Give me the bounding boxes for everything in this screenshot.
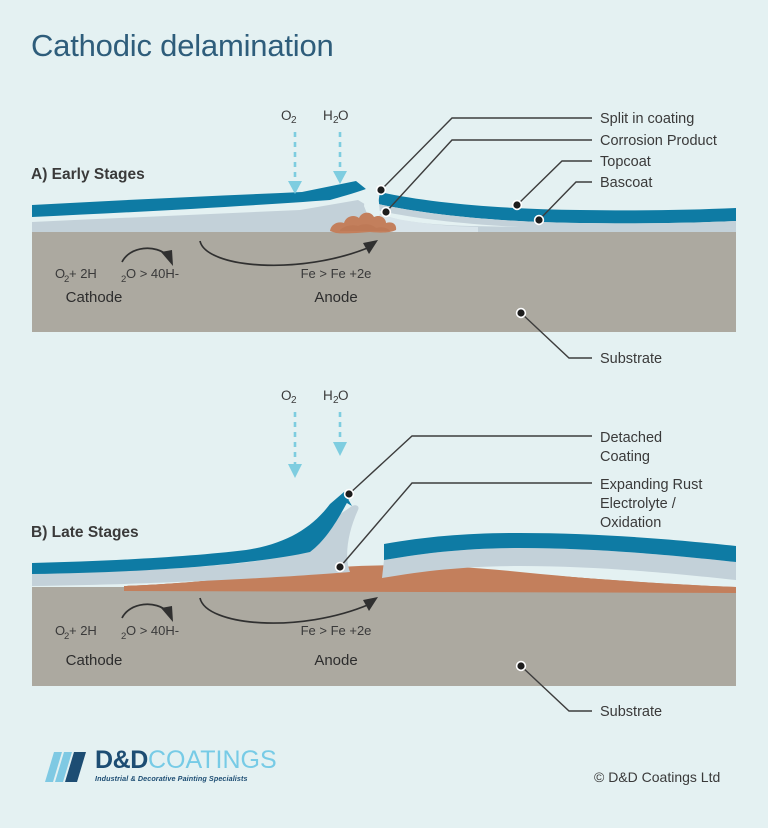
callout-expanding-rust: Expanding Rust Electrolyte / Oxidation	[334, 477, 702, 573]
eq-anode-b: Fe > Fe +2e	[301, 623, 372, 638]
gas-arrow-o2-b: O 2	[281, 388, 302, 478]
callout-substrate-a: Substrate	[515, 307, 662, 367]
topcoat-left-a	[32, 181, 366, 217]
callout-label-detached-1: Detached	[600, 430, 662, 446]
eq-anode-a: Fe > Fe +2e	[301, 266, 372, 281]
callout-label-rust-2: Electrolyte /	[600, 496, 677, 512]
anode-equation-a: Fe > Fe +2e Anode	[199, 240, 378, 306]
callout-topcoat: Topcoat	[511, 154, 651, 211]
anode-equation-b: Fe > Fe +2e Anode	[199, 597, 378, 669]
gas-label-h2o-o-b: O	[338, 388, 349, 403]
gas-label-o2-a: O	[281, 108, 292, 123]
gas-label-h2o-o-a: O	[338, 108, 349, 123]
eq-sub2a-a: 2	[64, 274, 69, 285]
gas-arrow-o2-a: O 2	[281, 108, 302, 194]
detached-tip-b	[340, 492, 352, 506]
cathode-equation-a: O 2 + 2H 2 O > 40H- Cathode	[55, 247, 179, 306]
page-title: Cathodic delamination	[31, 28, 334, 63]
gas-label-h2o-h-a: H	[323, 108, 333, 123]
substrate-block-a	[32, 232, 736, 332]
copyright-notice: © D&D Coatings Ltd	[594, 769, 721, 785]
topcoat-right-a	[378, 192, 736, 224]
logo-slashes-icon	[45, 752, 86, 782]
gas-label-h2o-h-b: H	[323, 388, 333, 403]
gas-label-o2-sub-a: 2	[291, 115, 297, 126]
logo-primary-text: D&D	[95, 746, 148, 774]
anode-label-b: Anode	[314, 652, 357, 669]
callout-label-rust-1: Expanding Rust	[600, 477, 702, 493]
expanding-rust-fill-b	[124, 565, 736, 593]
eq-o-a: O	[55, 266, 65, 281]
eq-mid-a: + 2H	[69, 266, 97, 281]
cathode-label-a: Cathode	[66, 289, 123, 306]
eq-end-a: O > 40H-	[126, 266, 179, 281]
eq-mid-b: + 2H	[69, 623, 97, 638]
gas-arrow-h2o-a: H 2 O	[323, 108, 349, 184]
cathode-label-b: Cathode	[66, 652, 123, 669]
brand-logo[interactable]: D&DCOATINGS Industrial & Decorative Pain…	[45, 748, 277, 786]
detached-basecoat-b	[32, 505, 359, 586]
gas-label-o2-sub-b: 2	[291, 395, 297, 406]
callout-label-basecoat: Bascoat	[600, 175, 652, 191]
stage-label-b: B) Late Stages	[31, 524, 139, 541]
logo-wordmark: D&DCOATINGS Industrial & Decorative Pain…	[95, 746, 277, 784]
callout-substrate-b: Substrate	[515, 660, 662, 720]
cathode-equation-b: O 2 + 2H 2 O > 40H- Cathode	[55, 603, 179, 669]
stage-label-a: A) Early Stages	[31, 166, 145, 183]
callout-label-substrate-b: Substrate	[600, 704, 662, 720]
logo-secondary-text: COATINGS	[147, 746, 277, 774]
detached-topcoat-b	[32, 491, 351, 574]
panel-b-group: B) Late Stages O 2 H 2 O O 2	[31, 388, 736, 720]
coating-topcoat-right-b	[384, 533, 736, 562]
gas-arrow-h2o-b: H 2 O	[323, 388, 349, 456]
eq-end-b: O > 40H-	[126, 623, 179, 638]
callout-label-split: Split in coating	[600, 111, 694, 127]
eq-sub2b-a: 2	[121, 274, 126, 285]
gas-label-h2o-sub-b: 2	[333, 395, 339, 406]
callout-basecoat: Bascoat	[533, 175, 652, 226]
eq-sub2a-b: 2	[64, 631, 69, 642]
callout-label-substrate-a: Substrate	[600, 351, 662, 367]
callout-label-detached-2: Coating	[600, 449, 650, 465]
callout-label-topcoat: Topcoat	[600, 154, 651, 170]
callout-detached-coating: Detached Coating	[343, 430, 662, 500]
callout-corrosion-product: Corrosion Product	[380, 133, 717, 218]
basecoat-right-a	[376, 204, 736, 230]
basecoat-highlight-a	[372, 212, 478, 232]
coating-basecoat-right-b	[382, 548, 736, 580]
corrosion-product-a	[330, 212, 397, 234]
callout-split-in-coating: Split in coating	[375, 111, 694, 196]
eq-o-b: O	[55, 623, 65, 638]
anode-label-a: Anode	[314, 289, 357, 306]
callout-label-rust-3: Oxidation	[600, 515, 661, 531]
eq-sub2b-b: 2	[121, 631, 126, 642]
corrosion-product-a-detail	[340, 224, 390, 231]
panel-a-group: A) Early Stages O 2 H 2 O O 2	[31, 108, 736, 367]
gas-label-o2-b: O	[281, 388, 292, 403]
logo-tagline: Industrial & Decorative Painting Special…	[95, 774, 248, 783]
gas-label-h2o-sub-a: 2	[333, 115, 339, 126]
callout-label-corrosion: Corrosion Product	[600, 133, 717, 149]
